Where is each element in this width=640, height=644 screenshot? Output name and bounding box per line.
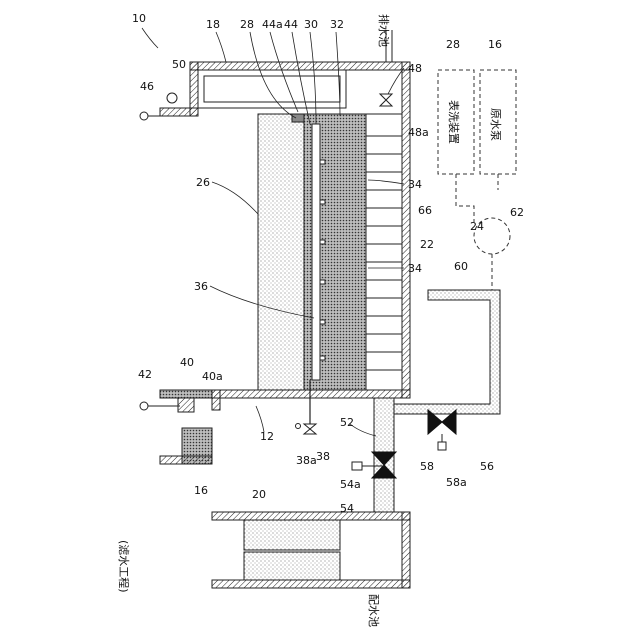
label-22: 22 xyxy=(420,238,434,251)
label-16-left: 16 xyxy=(194,484,208,497)
label-44a: 44a xyxy=(262,18,283,31)
valve-48 xyxy=(380,94,392,106)
label-46: 46 xyxy=(140,80,154,93)
label-30: 30 xyxy=(304,18,318,31)
drain-pool-top: 排水池 xyxy=(377,14,391,47)
label-20: 20 xyxy=(252,488,266,501)
label-26: 26 xyxy=(196,176,210,189)
label-48a: 48a xyxy=(408,126,429,139)
label-40: 40 xyxy=(180,356,194,369)
valve-58 xyxy=(428,410,456,450)
label-48: 48 xyxy=(408,62,422,75)
label-18: 18 xyxy=(206,18,220,31)
label-28-right: 28 xyxy=(446,38,460,51)
label-58a: 58a xyxy=(446,476,467,489)
label-36: 36 xyxy=(194,280,208,293)
label-60: 60 xyxy=(454,260,468,273)
label-62: 62 xyxy=(510,206,524,219)
process-title: (滤水工程) xyxy=(117,540,130,593)
label-24: 24 xyxy=(470,220,484,233)
label-12: 12 xyxy=(260,430,274,443)
label-34-bottom: 34 xyxy=(408,262,422,275)
washing-device-text: 表洗装置 xyxy=(447,100,461,144)
label-34-top: 34 xyxy=(408,178,422,191)
label-54: 54 xyxy=(340,502,354,515)
label-42: 42 xyxy=(138,368,152,381)
label-38: 38 xyxy=(316,450,330,463)
label-52: 52 xyxy=(340,416,354,429)
label-58: 58 xyxy=(420,460,434,473)
label-50: 50 xyxy=(172,58,186,71)
label-38a: 38a xyxy=(296,454,317,467)
label-54a: 54a xyxy=(340,478,361,491)
raw-water-pump-text: 原水泵 xyxy=(489,108,502,141)
label-56: 56 xyxy=(480,460,494,473)
label-66: 66 xyxy=(418,204,432,217)
label-32: 32 xyxy=(330,18,344,31)
label-40a: 40a xyxy=(202,370,223,383)
drain-pool-bottom: 配水池 xyxy=(367,594,380,627)
label-16-right: 16 xyxy=(488,38,502,51)
filter-tank xyxy=(140,62,410,464)
label-28-top: 28 xyxy=(240,18,254,31)
label-44: 44 xyxy=(284,18,298,31)
clear-water-reservoir xyxy=(212,512,410,588)
valve-38 xyxy=(304,424,316,434)
label-10: 10 xyxy=(132,12,146,25)
